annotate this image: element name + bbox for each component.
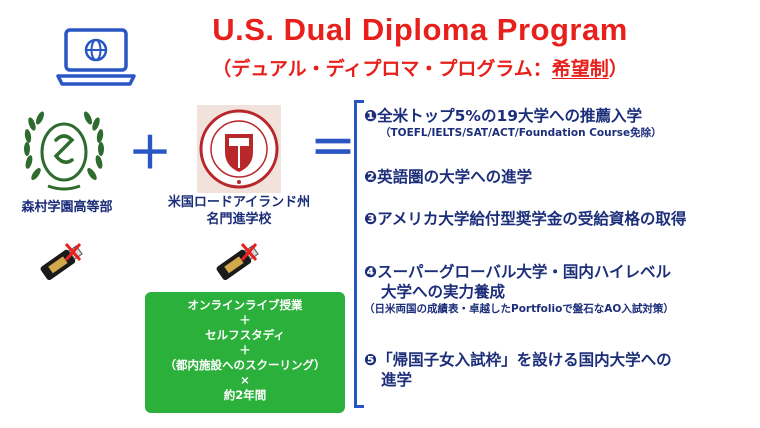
subtitle-emphasis: 希望制 [551,58,609,80]
plus-sign: ＋ [128,128,172,179]
benefit-item-3: ❸アメリカ大学給付型奨学金の受給資格の取得 [364,210,687,228]
program-title: U.S. Dual Diploma Program [212,12,628,47]
equals-sign: ＝ [310,121,356,175]
laptop-globe-icon [56,28,136,86]
benefit-item-1: ❶全米トップ5%の19大学への推薦入学 （TOEFL/IELTS/SAT/ACT… [364,107,662,139]
benefit-item-4: ❹スーパーグローバル大学・国内ハイレベル 大学への実力養成 （日米両国の成績表・… [364,263,674,315]
study-format-box: オンラインライブ授業 ＋ セルフスタディ ＋ （都内施設へのスクーリング） × … [145,292,345,413]
usb-drive-icon [216,243,259,280]
program-subtitle: （デュアル・ディプロマ・プログラム：希望制） [212,58,628,80]
laurel-emblem-icon [24,111,104,191]
school2-name: 米国ロードアイランド州 名門進学校 [167,195,311,227]
benefits-bracket [354,100,364,408]
benefit-item-2: ❷英語圏の大学への進学 [364,168,533,186]
crest-seal-icon [197,105,281,193]
usb-drive-icon [40,243,83,280]
benefit-item-5: ❺「帰国子女入試枠」を設ける国内大学への 進学 [364,351,672,389]
school1-name: 森村学園高等部 [21,200,113,215]
